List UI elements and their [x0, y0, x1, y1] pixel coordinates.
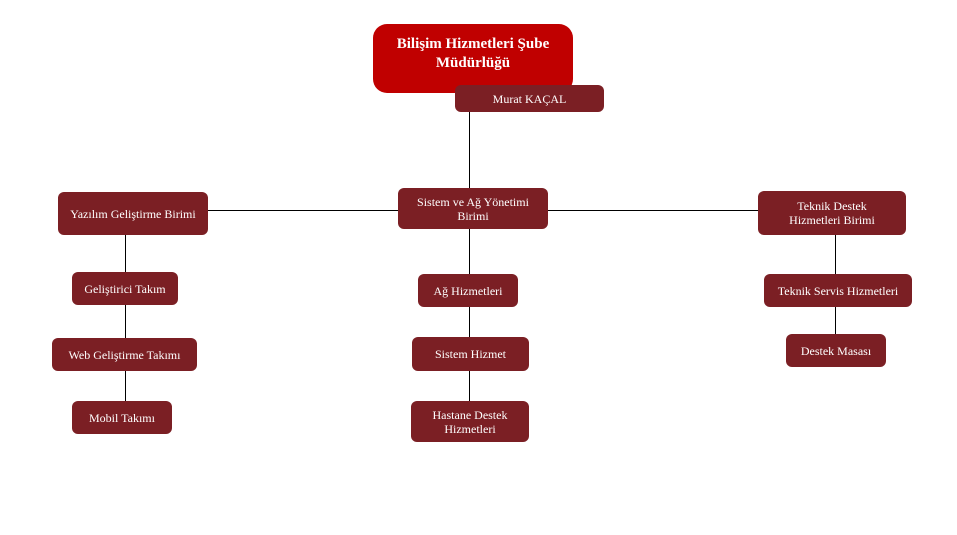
connector: [469, 229, 470, 401]
manager-name: Murat KAÇAL: [492, 91, 567, 106]
team-node: Sistem Hizmet: [412, 337, 529, 371]
connector: [208, 210, 398, 211]
connector: [125, 235, 126, 401]
team-label: Mobil Takımı: [89, 410, 155, 425]
team-label: Sistem Hizmet: [435, 347, 506, 361]
team-node: Web Geliştirme Takımı: [52, 338, 197, 371]
unit-label: Sistem ve Ağ Yönetimi Birimi: [417, 194, 529, 223]
team-label: Geliştirici Takım: [84, 281, 166, 296]
system-unit-node: Sistem ve Ağ Yönetimi Birimi: [398, 188, 548, 229]
team-label: Destek Masası: [800, 343, 872, 358]
team-label: Web Geliştirme Takımı: [68, 347, 181, 362]
software-unit-node: Yazılım Geliştirme Birimi: [58, 192, 208, 235]
manager-node: Murat KAÇAL: [455, 85, 604, 112]
team-node: Destek Masası: [786, 334, 886, 367]
root-title: Bilişim Hizmetleri Şube Müdürlüğü: [396, 35, 550, 71]
team-label: Teknik Servis Hizmetleri: [777, 283, 899, 298]
team-label: Hastane Destek Hizmetleri: [432, 407, 508, 436]
team-node: Mobil Takımı: [72, 401, 172, 434]
unit-label: Teknik Destek Hizmetleri Birimi: [789, 199, 875, 227]
team-label: Ağ Hizmetleri: [433, 283, 503, 298]
team-node: Geliştirici Takım: [72, 272, 178, 305]
team-node: Hastane Destek Hizmetleri: [411, 401, 529, 442]
connector: [469, 112, 470, 188]
unit-label: Yazılım Geliştirme Birimi: [70, 206, 196, 221]
connector: [548, 210, 758, 211]
support-unit-node: Teknik Destek Hizmetleri Birimi: [758, 191, 906, 235]
team-node: Ağ Hizmetleri: [418, 274, 518, 307]
team-node: Teknik Servis Hizmetleri: [764, 274, 912, 307]
root-node: Bilişim Hizmetleri Şube Müdürlüğü: [373, 24, 573, 93]
